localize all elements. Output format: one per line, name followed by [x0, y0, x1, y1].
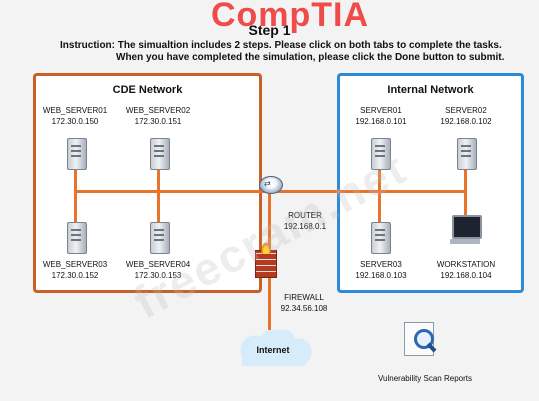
web-server03-server-icon[interactable] — [67, 222, 87, 254]
vulnerability-scan-reports-icon[interactable] — [404, 322, 437, 356]
web-server01-name: WEB_SERVER01 — [42, 106, 108, 115]
web-server04-ip: 172.30.0.153 — [134, 271, 182, 280]
cde-left-drop — [74, 150, 77, 228]
workstation-ip: 192.168.0.104 — [440, 271, 492, 280]
server03-ip: 192.168.0.103 — [355, 271, 407, 280]
web-server02-server-icon[interactable] — [150, 138, 170, 170]
workstation-monitor-icon[interactable] — [450, 215, 482, 244]
server02-server-icon[interactable] — [457, 138, 477, 170]
web-server03-ip: 172.30.0.152 — [51, 271, 99, 280]
firewall-ip: 92.34.56.108 — [280, 304, 328, 313]
server02-ip: 192.168.0.102 — [440, 117, 492, 126]
web-server02-ip: 172.30.0.151 — [134, 117, 182, 126]
web-server04-server-icon[interactable] — [150, 222, 170, 254]
router-arrows-icon: ⇄ — [264, 179, 271, 188]
comptia-logo: CompTIA — [210, 0, 370, 34]
instruction-line-2: When you have completed the simulation, … — [116, 52, 505, 63]
server03-name: SERVER03 — [360, 260, 402, 269]
web-server04-name: WEB_SERVER04 — [125, 260, 191, 269]
internal-left-drop — [378, 150, 381, 228]
server01-name: SERVER01 — [360, 106, 402, 115]
web-server01-server-icon[interactable] — [67, 138, 87, 170]
firewall-internet-line — [268, 276, 271, 332]
internet-label: Internet — [256, 345, 290, 355]
cde-network-zone: CDE Network — [33, 73, 262, 293]
firewall-name: FIREWALL — [284, 293, 324, 302]
internal-network-zone: Internal Network — [337, 73, 524, 293]
firewall-icon[interactable] — [255, 242, 277, 278]
vulnerability-scan-reports-label[interactable]: Vulnerability Scan Reports — [378, 374, 472, 383]
router-firewall-line — [268, 190, 271, 250]
router-name: ROUTER — [288, 211, 322, 220]
internet-cloud-icon[interactable]: Internet — [228, 330, 318, 370]
instruction-text: Instruction: The simualtion includes 2 s… — [60, 40, 520, 64]
web-server01-ip: 172.30.0.150 — [51, 117, 99, 126]
router-icon[interactable]: ⇄ — [259, 176, 283, 194]
cde-right-drop — [157, 150, 160, 228]
magnifier-handle — [426, 342, 437, 353]
cde-network-title: CDE Network — [112, 84, 183, 96]
instruction-line-1: Instruction: The simualtion includes 2 s… — [60, 40, 502, 51]
router-ip: 192.168.0.1 — [283, 222, 327, 231]
server01-server-icon[interactable] — [371, 138, 391, 170]
internal-network-title: Internal Network — [387, 84, 474, 96]
web-server03-name: WEB_SERVER03 — [42, 260, 108, 269]
workstation-name: WORKSTATION — [436, 260, 496, 269]
step-title: Step 1 — [248, 22, 291, 38]
server03-server-icon[interactable] — [371, 222, 391, 254]
server02-name: SERVER02 — [445, 106, 487, 115]
internal-right-drop — [464, 150, 467, 220]
server01-ip: 192.168.0.101 — [355, 117, 407, 126]
web-server02-name: WEB_SERVER02 — [125, 106, 191, 115]
